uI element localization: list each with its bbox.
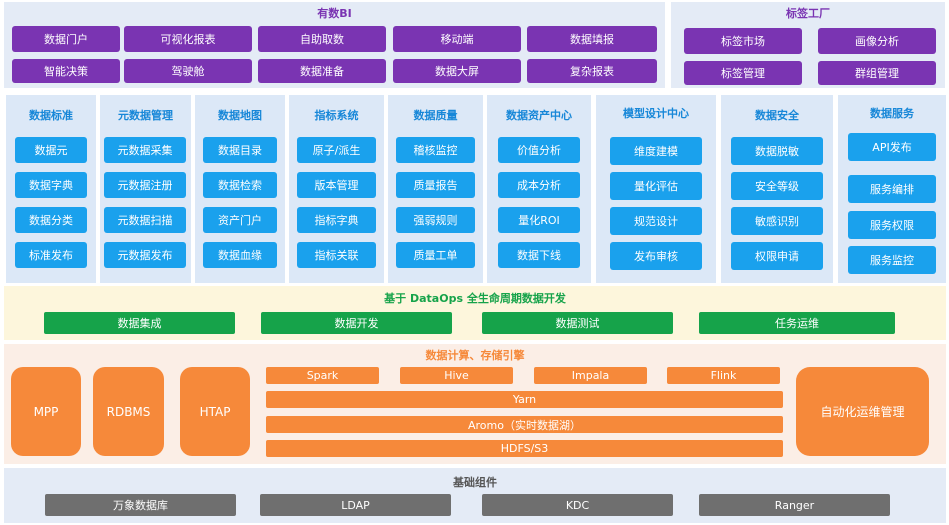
engine-rdbms[interactable]: RDBMS bbox=[93, 367, 164, 456]
base-item[interactable]: KDC bbox=[482, 494, 673, 516]
column-data-security: 数据安全 数据脱敏 安全等级 敏感识别 权限申请 bbox=[721, 95, 833, 283]
column-item[interactable]: 数据分类 bbox=[15, 207, 87, 233]
column-title: 数据资产中心 bbox=[506, 109, 572, 122]
bi-item[interactable]: 移动端 bbox=[393, 26, 521, 52]
column-title: 数据标准 bbox=[29, 109, 73, 122]
bi-item[interactable]: 智能决策 bbox=[12, 59, 120, 83]
column-data-service: 数据服务 API发布 服务编排 服务权限 服务监控 bbox=[838, 95, 946, 283]
tag-item[interactable]: 画像分析 bbox=[818, 28, 936, 54]
engine-htap[interactable]: HTAP bbox=[180, 367, 250, 456]
column-item[interactable]: 权限申请 bbox=[731, 242, 823, 270]
column-item[interactable]: 服务权限 bbox=[848, 211, 936, 239]
engine-aromo[interactable]: Aromo（实时数据湖） bbox=[266, 416, 783, 433]
column-data-quality: 数据质量 稽核监控 质量报告 强弱规则 质量工单 bbox=[388, 95, 483, 283]
column-data-asset-center: 数据资产中心 价值分析 成本分析 量化ROI 数据下线 bbox=[487, 95, 591, 283]
bi-item[interactable]: 驾驶舱 bbox=[124, 59, 252, 83]
column-item[interactable]: 质量工单 bbox=[396, 242, 475, 268]
column-item[interactable]: 量化评估 bbox=[610, 172, 702, 200]
engine-title: 数据计算、存储引擎 bbox=[425, 349, 525, 362]
column-item[interactable]: 元数据注册 bbox=[104, 172, 186, 198]
base-item[interactable]: 万象数据库 bbox=[45, 494, 236, 516]
dataops-item[interactable]: 数据集成 bbox=[44, 312, 235, 334]
tag-factory-title: 标签工厂 bbox=[786, 7, 830, 20]
column-item[interactable]: 服务监控 bbox=[848, 246, 936, 274]
engine-flink[interactable]: Flink bbox=[667, 367, 780, 384]
bi-item[interactable]: 自助取数 bbox=[258, 26, 386, 52]
column-item[interactable]: 标准发布 bbox=[15, 242, 87, 268]
column-item[interactable]: 数据元 bbox=[15, 137, 87, 163]
column-title: 指标系统 bbox=[314, 109, 359, 122]
column-item[interactable]: 安全等级 bbox=[731, 172, 823, 200]
base-item[interactable]: LDAP bbox=[260, 494, 451, 516]
column-data-map: 数据地图 数据目录 数据检索 资产门户 数据血缘 bbox=[195, 95, 285, 283]
column-item[interactable]: 元数据采集 bbox=[104, 137, 186, 163]
column-title: 元数据管理 bbox=[118, 109, 173, 122]
dataops-item[interactable]: 任务运维 bbox=[699, 312, 895, 334]
engine-hdfs[interactable]: HDFS/S3 bbox=[266, 440, 783, 457]
tag-item[interactable]: 标签管理 bbox=[684, 61, 802, 85]
column-item[interactable]: 强弱规则 bbox=[396, 207, 475, 233]
dataops-item[interactable]: 数据测试 bbox=[482, 312, 673, 334]
column-item[interactable]: 服务编排 bbox=[848, 175, 936, 203]
column-item[interactable]: 数据目录 bbox=[203, 137, 277, 163]
dataops-title: 基于 DataOps 全生命周期数据开发 bbox=[384, 292, 566, 305]
dataops-item[interactable]: 数据开发 bbox=[261, 312, 452, 334]
dataops-panel: 基于 DataOps 全生命周期数据开发 数据集成 数据开发 数据测试 任务运维 bbox=[4, 286, 946, 340]
column-item[interactable]: 发布审核 bbox=[610, 242, 702, 270]
engine-impala[interactable]: Impala bbox=[534, 367, 647, 384]
engine-spark[interactable]: Spark bbox=[266, 367, 379, 384]
column-item[interactable]: 资产门户 bbox=[203, 207, 277, 233]
column-item[interactable]: 敏感识别 bbox=[731, 207, 823, 235]
bi-item[interactable]: 可视化报表 bbox=[124, 26, 252, 52]
column-title: 模型设计中心 bbox=[623, 107, 689, 120]
bi-title: 有数BI bbox=[317, 7, 352, 20]
column-item[interactable]: 元数据扫描 bbox=[104, 207, 186, 233]
column-title: 数据地图 bbox=[218, 109, 262, 122]
column-item[interactable]: 规范设计 bbox=[610, 207, 702, 235]
column-metric-system: 指标系统 原子/派生 版本管理 指标字典 指标关联 bbox=[289, 95, 384, 283]
column-item[interactable]: 原子/派生 bbox=[297, 137, 376, 163]
column-metadata: 元数据管理 元数据采集 元数据注册 元数据扫描 元数据发布 bbox=[100, 95, 191, 283]
column-item[interactable]: 数据下线 bbox=[498, 242, 580, 268]
engine-yarn[interactable]: Yarn bbox=[266, 391, 783, 408]
column-title: 数据服务 bbox=[870, 107, 914, 120]
column-item[interactable]: 数据检索 bbox=[203, 172, 277, 198]
engine-panel: 数据计算、存储引擎 MPP RDBMS HTAP Spark Hive Impa… bbox=[4, 344, 946, 464]
tag-item[interactable]: 群组管理 bbox=[818, 61, 936, 85]
engine-auto-ops[interactable]: 自动化运维管理 bbox=[796, 367, 929, 456]
column-item[interactable]: 指标字典 bbox=[297, 207, 376, 233]
engine-hive[interactable]: Hive bbox=[400, 367, 513, 384]
column-item[interactable]: 稽核监控 bbox=[396, 137, 475, 163]
tag-item[interactable]: 标签市场 bbox=[684, 28, 802, 54]
tag-factory-panel: 标签工厂 标签市场 画像分析 标签管理 群组管理 bbox=[671, 2, 945, 88]
column-item[interactable]: 元数据发布 bbox=[104, 242, 186, 268]
column-item[interactable]: API发布 bbox=[848, 133, 936, 161]
column-item[interactable]: 版本管理 bbox=[297, 172, 376, 198]
column-model-design-center: 模型设计中心 维度建模 量化评估 规范设计 发布审核 bbox=[596, 95, 716, 283]
bi-item[interactable]: 复杂报表 bbox=[527, 59, 657, 83]
column-item[interactable]: 量化ROI bbox=[498, 207, 580, 233]
column-item[interactable]: 指标关联 bbox=[297, 242, 376, 268]
column-item[interactable]: 价值分析 bbox=[498, 137, 580, 163]
base-item[interactable]: Ranger bbox=[699, 494, 890, 516]
column-item[interactable]: 成本分析 bbox=[498, 172, 580, 198]
column-title: 数据安全 bbox=[755, 109, 799, 122]
column-item[interactable]: 维度建模 bbox=[610, 137, 702, 165]
column-item[interactable]: 质量报告 bbox=[396, 172, 475, 198]
bi-item[interactable]: 数据门户 bbox=[12, 26, 120, 52]
bi-item[interactable]: 数据大屏 bbox=[393, 59, 521, 83]
column-data-standard: 数据标准 数据元 数据字典 数据分类 标准发布 bbox=[6, 95, 96, 283]
column-item[interactable]: 数据血缘 bbox=[203, 242, 277, 268]
column-title: 数据质量 bbox=[413, 109, 458, 122]
bi-item[interactable]: 数据填报 bbox=[527, 26, 657, 52]
bi-panel: 有数BI 数据门户 可视化报表 自助取数 移动端 数据填报 智能决策 驾驶舱 数… bbox=[4, 2, 665, 88]
engine-mpp[interactable]: MPP bbox=[11, 367, 81, 456]
column-item[interactable]: 数据字典 bbox=[15, 172, 87, 198]
base-panel: 基础组件 万象数据库 LDAP KDC Ranger bbox=[4, 468, 946, 523]
base-title: 基础组件 bbox=[453, 476, 497, 489]
column-item[interactable]: 数据脱敏 bbox=[731, 137, 823, 165]
bi-item[interactable]: 数据准备 bbox=[258, 59, 386, 83]
